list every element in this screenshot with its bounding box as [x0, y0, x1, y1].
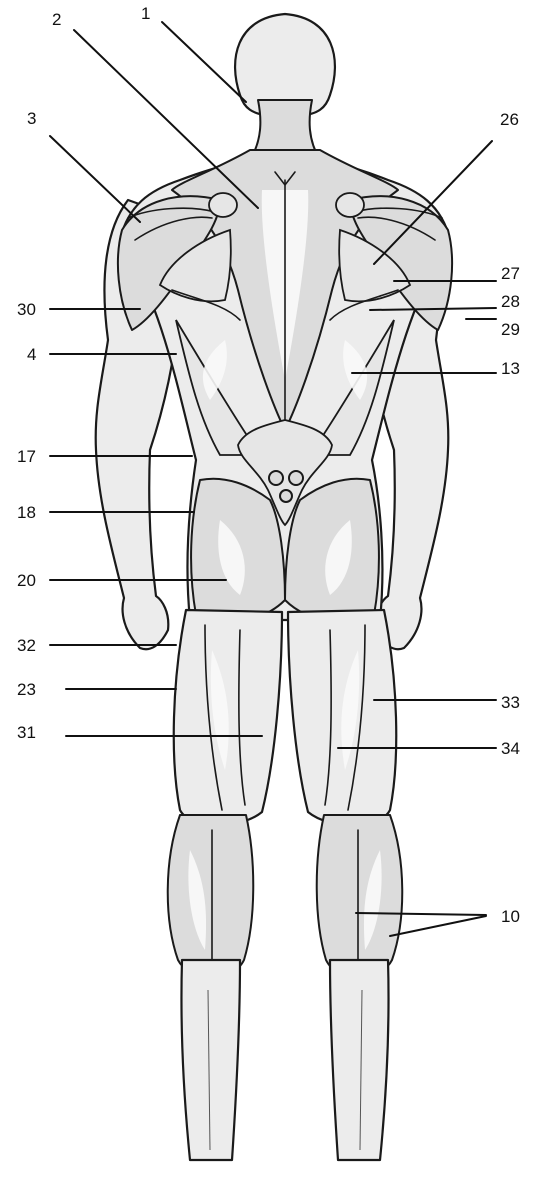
label-28: 28 — [501, 292, 520, 311]
label-30: 30 — [17, 300, 36, 319]
leader-2 — [74, 30, 258, 208]
right-calf — [317, 815, 403, 977]
body-figure — [96, 14, 452, 1160]
label-10: 10 — [501, 907, 520, 926]
leader-3 — [50, 136, 140, 222]
label-2: 2 — [52, 10, 61, 29]
label-4: 4 — [27, 345, 36, 364]
label-34: 34 — [501, 739, 520, 758]
label-1: 1 — [141, 4, 150, 23]
right-lower-leg — [330, 960, 389, 1160]
label-23: 23 — [17, 680, 36, 699]
label-17: 17 — [17, 447, 36, 466]
label-13: 13 — [501, 359, 520, 378]
label-32: 32 — [17, 636, 36, 655]
label-20: 20 — [17, 571, 36, 590]
leader-1 — [162, 22, 246, 102]
label-27: 27 — [501, 264, 520, 283]
label-3: 3 — [27, 109, 36, 128]
leader-10b — [390, 916, 486, 936]
label-31: 31 — [17, 723, 36, 742]
label-29: 29 — [501, 320, 520, 339]
left-lower-leg — [181, 960, 240, 1160]
left-calf — [168, 815, 254, 977]
label-33: 33 — [501, 693, 520, 712]
label-18: 18 — [17, 503, 36, 522]
label-26: 26 — [500, 110, 519, 129]
